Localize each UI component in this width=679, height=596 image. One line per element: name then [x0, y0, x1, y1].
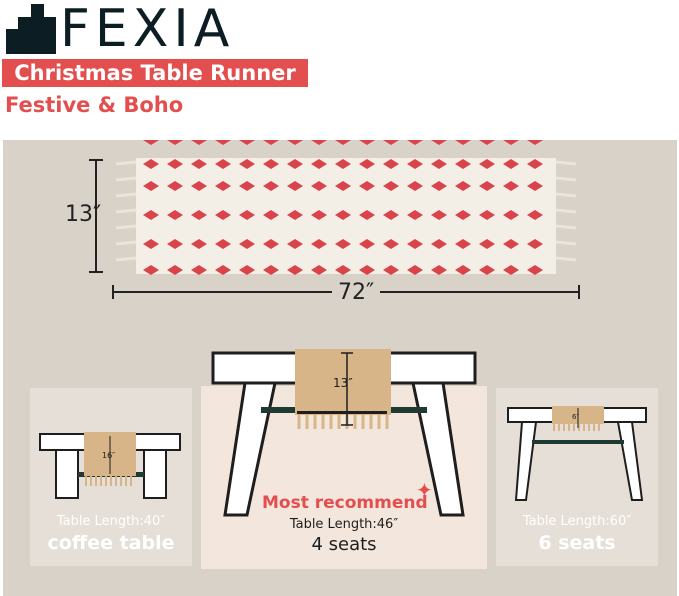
left-tassels [115, 160, 137, 262]
coffee-table-card: 16″ Table Length:40″ coffee table [30, 388, 192, 566]
coffee-runner-label: 16″ [102, 451, 115, 460]
product-subtitle: Festive & Boho [5, 93, 184, 117]
coffee-table-illustration: 16″ [39, 432, 181, 499]
runner-pattern [143, 140, 543, 275]
runner-length-label: 72″ [332, 280, 381, 305]
four-seat-runner-label: 13″ [333, 376, 353, 390]
four-seat-type: 4 seats [311, 534, 377, 555]
recommend-badge: Most recommend [262, 493, 428, 513]
brand-name: FEXIA [60, 0, 235, 59]
six-seat-type: 6 seats [538, 532, 616, 554]
product-tag: Christmas Table Runner [2, 59, 308, 87]
size-guide-panel: 13″ 72″ 16″ Table Length:40″ coffee tabl… [3, 140, 677, 596]
four-seat-length: Table Length:46″ [289, 517, 399, 532]
six-seat-runner-label: 6″ [572, 413, 579, 421]
right-tassels [555, 160, 577, 262]
sparkle-icon: ✦ [416, 478, 433, 502]
runner-illustration [89, 140, 580, 299]
fexia-logo-icon [6, 4, 56, 54]
six-seat-length: Table Length:60″ [522, 514, 632, 529]
six-seat-card: 6″ Table Length:60″ 6 seats [496, 388, 658, 566]
four-seat-illustration: 13″ [211, 349, 477, 517]
coffee-table-type: coffee table [47, 532, 175, 554]
runner-width-label: 13″ [65, 202, 102, 227]
coffee-table-length: Table Length:40″ [56, 514, 166, 529]
six-seat-illustration: 6″ [507, 406, 647, 501]
